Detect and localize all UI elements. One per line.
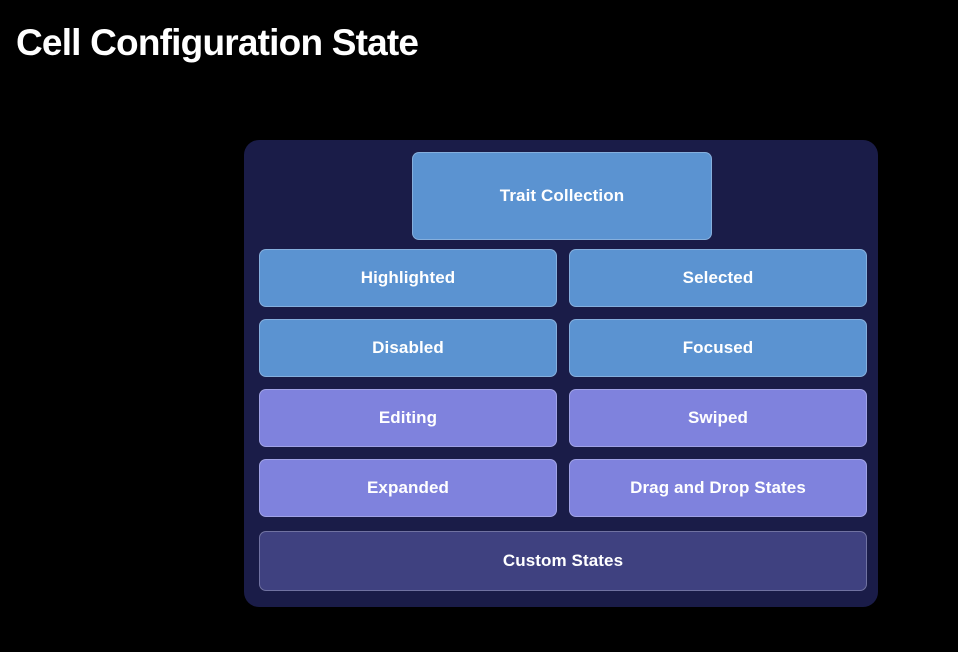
node-custom-states[interactable]: Custom States bbox=[259, 531, 867, 591]
node-swiped[interactable]: Swiped bbox=[569, 389, 867, 447]
page-title: Cell Configuration State bbox=[16, 22, 419, 63]
node-focused[interactable]: Focused bbox=[569, 319, 867, 377]
diagram-panel: Trait Collection Highlighted Selected Di… bbox=[244, 140, 878, 607]
node-selected[interactable]: Selected bbox=[569, 249, 867, 307]
node-editing[interactable]: Editing bbox=[259, 389, 557, 447]
node-trait-collection[interactable]: Trait Collection bbox=[412, 152, 712, 240]
node-expanded[interactable]: Expanded bbox=[259, 459, 557, 517]
node-highlighted[interactable]: Highlighted bbox=[259, 249, 557, 307]
node-drag-and-drop-states[interactable]: Drag and Drop States bbox=[569, 459, 867, 517]
node-disabled[interactable]: Disabled bbox=[259, 319, 557, 377]
